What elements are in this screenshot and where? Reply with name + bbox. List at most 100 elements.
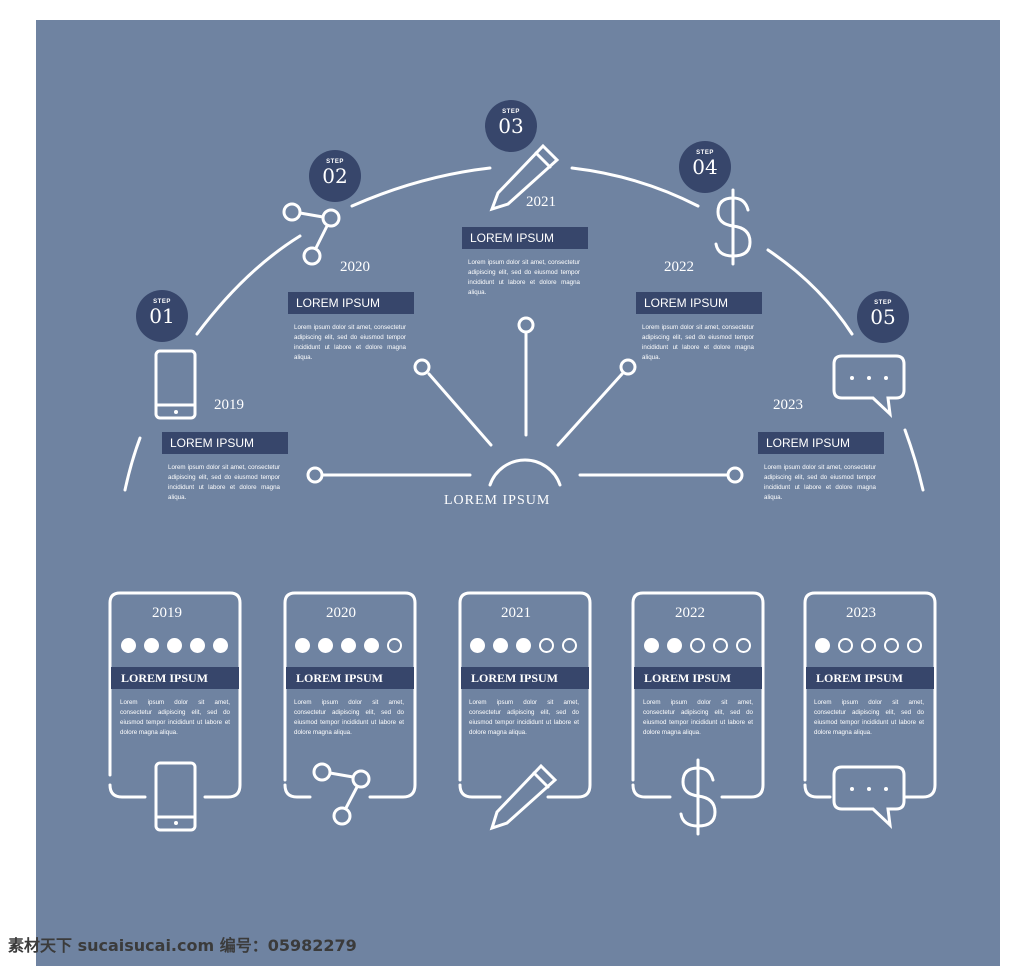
card-title-bar: LOREM IPSUM [111,667,239,689]
arc-segment-5 [766,248,854,336]
chat-bubble-icon [832,354,906,418]
pencil-icon [489,143,560,212]
card-description: Lorem ipsum dolor sit amet, consectetur … [643,699,753,736]
rating-dot-filled [470,638,485,653]
step-year: 2023 [773,397,803,413]
rating-dot-empty [562,638,577,653]
spoke-node-1 [306,466,324,484]
step-description: Lorem ipsum dolor sit amet, consectetur … [642,324,754,361]
step-year: 2020 [340,259,370,275]
spoke-4 [556,372,624,447]
step-title-bar: LOREM IPSUM [288,292,414,314]
rating-dot-filled [121,638,136,653]
rating-dot-empty [690,638,705,653]
center-hub [488,458,562,487]
arc-segment-3 [350,166,492,208]
chat-bubble-icon [832,765,906,829]
card-title-bar: LOREM IPSUM [286,667,414,689]
step-description: Lorem ipsum dolor sit amet, consectetur … [764,464,876,501]
arc-segment-2 [195,234,302,336]
card-frame-4 [631,591,765,799]
step-number: 01 [149,304,175,328]
rating-dot-empty [387,638,402,653]
rating-dot-filled [644,638,659,653]
rating-dots [470,638,577,653]
card-frame-2 [283,591,417,799]
spoke-2 [427,372,493,447]
watermark: 素材天下 sucaisucai.com 编号：05982279 [8,936,357,955]
card-title-bar: LOREM IPSUM [806,667,934,689]
step-title-bar: LOREM IPSUM [636,292,762,314]
rating-dot-filled [213,638,228,653]
card-description: Lorem ipsum dolor sit amet, consectetur … [294,699,404,736]
step-label: STEP [326,159,344,165]
card-frame-3 [458,591,592,799]
rating-dot-empty [539,638,554,653]
dollar-icon [714,188,752,266]
arc-segment-6 [903,428,925,492]
card-title-bar: LOREM IPSUM [634,667,762,689]
spoke-node-4 [619,358,637,376]
rating-dot-empty [736,638,751,653]
step-number: 04 [692,155,718,179]
card-year: 2019 [152,605,182,621]
rating-dot-filled [341,638,356,653]
rating-dot-filled [815,638,830,653]
rating-dot-empty [713,638,728,653]
rating-dot-filled [190,638,205,653]
arc-segment-4 [570,166,700,208]
step-label: STEP [696,150,714,156]
card-title-bar: LOREM IPSUM [461,667,589,689]
spoke-node-3 [517,316,535,334]
rating-dot-filled [493,638,508,653]
step-number: 03 [498,114,524,138]
rating-dots [644,638,751,653]
card-frame-5 [803,591,937,799]
rating-dot-filled [318,638,333,653]
step-title-bar: LOREM IPSUM [162,432,288,454]
card-year: 2021 [501,605,531,621]
share-icon [312,762,371,826]
rating-dot-empty [838,638,853,653]
rating-dot-filled [667,638,682,653]
phone-icon [154,349,197,420]
rating-dot-empty [884,638,899,653]
rating-dot-filled [295,638,310,653]
card-year: 2020 [326,605,356,621]
rating-dot-filled [167,638,182,653]
step-year: 2019 [214,397,244,413]
step-description: Lorem ipsum dolor sit amet, consectetur … [294,324,406,361]
rating-dot-filled [364,638,379,653]
step-number: 02 [322,164,348,188]
rating-dots [295,638,402,653]
phone-icon [154,761,197,832]
share-icon [282,202,341,266]
card-description: Lorem ipsum dolor sit amet, consectetur … [120,699,230,736]
step-label: STEP [153,299,171,305]
step-title-bar: LOREM IPSUM [462,227,588,249]
step-year: 2022 [664,259,694,275]
step-description: Lorem ipsum dolor sit amet, consectetur … [468,259,580,296]
rating-dots [121,638,228,653]
rating-dot-filled [516,638,531,653]
rating-dots [815,638,922,653]
card-frame-1 [108,591,242,799]
spoke-node-2 [413,358,431,376]
rating-dot-empty [907,638,922,653]
spoke-node-5 [726,466,744,484]
dollar-icon [679,758,717,836]
step-year: 2021 [526,194,556,210]
step-title-bar: LOREM IPSUM [758,432,884,454]
rating-dot-empty [861,638,876,653]
card-year: 2022 [675,605,705,621]
card-year: 2023 [846,605,876,621]
card-description: Lorem ipsum dolor sit amet, consectetur … [814,699,924,736]
step-label: STEP [874,300,892,306]
step-number: 05 [870,305,896,329]
step-label: STEP [502,109,520,115]
